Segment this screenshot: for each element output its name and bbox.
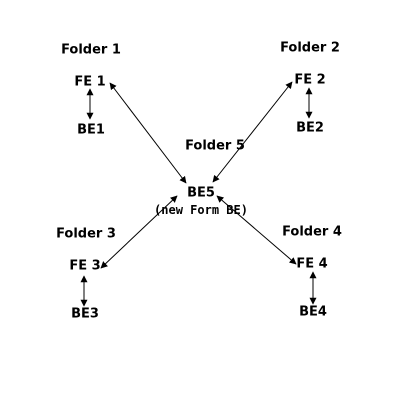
be4-node: BE4	[299, 304, 327, 320]
be3-node: BE3	[71, 306, 99, 322]
be1-node: BE1	[77, 122, 105, 138]
fe3-be5-arrow	[100, 195, 178, 269]
fe3-node: FE 3	[69, 258, 101, 274]
fe1-be5-arrow	[109, 82, 187, 184]
folder-1-label: Folder 1	[61, 42, 121, 58]
folder-2-label: Folder 2	[280, 40, 340, 56]
fe2-node: FE 2	[294, 72, 326, 88]
be5-note: (new Form BE)	[154, 203, 248, 217]
fe4-be5-arrow	[216, 195, 297, 265]
fe4-node: FE 4	[296, 256, 328, 272]
folder-4-label: Folder 4	[282, 224, 342, 240]
fe2-be5-arrow	[212, 81, 293, 183]
fe1-node: FE 1	[74, 74, 106, 90]
folder-5-label: Folder 5	[185, 138, 245, 154]
be2-node: BE2	[296, 120, 324, 136]
folder-3-label: Folder 3	[56, 226, 116, 242]
be5-node: BE5	[187, 185, 215, 201]
